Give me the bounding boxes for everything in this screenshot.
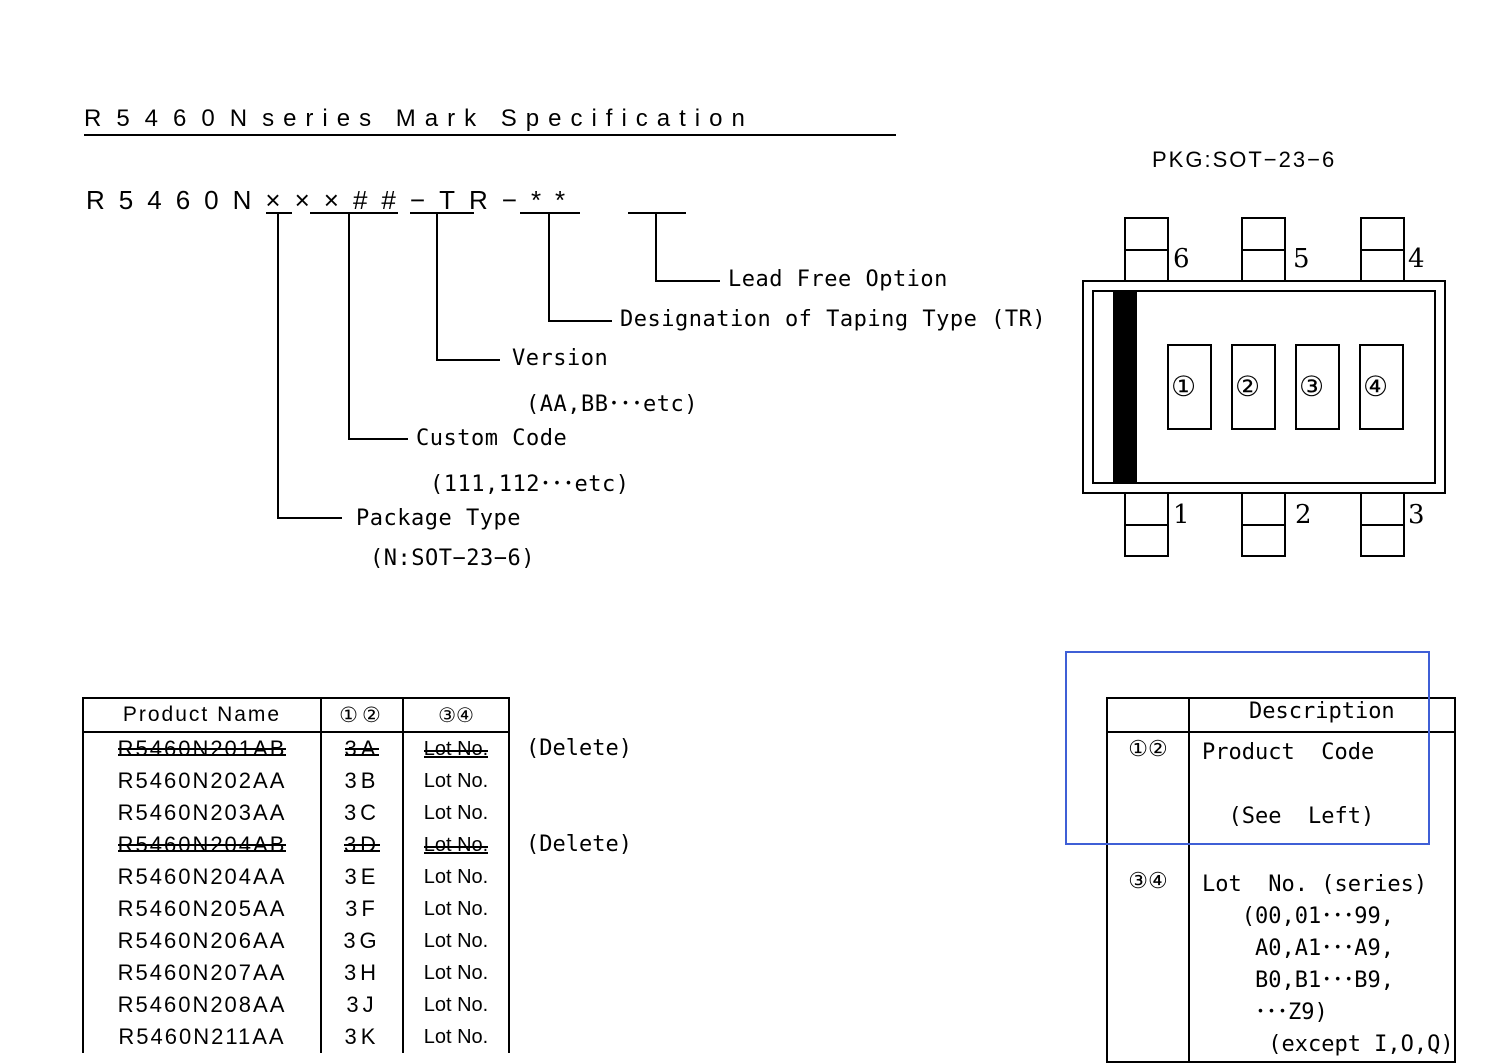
table-row: R5460N204AA 3E Lot No. [82, 861, 510, 893]
part-code-version: ## [352, 185, 410, 215]
product-name: R5460N206AA [82, 925, 322, 957]
product-name: R5460N204AB [117, 832, 287, 857]
part-code-xxx: ××× [265, 185, 353, 215]
table-header: Product Name [82, 697, 322, 733]
product-code: 3K [320, 1021, 404, 1053]
table-row: R5460N211AA 3K Lot No. [82, 1021, 510, 1053]
product-code: 3A [344, 736, 380, 761]
table-row: R5460N207AA 3H Lot No. [82, 957, 510, 989]
product-name: R5460N205AA [82, 893, 322, 925]
pin-number: 2 [1295, 500, 1312, 530]
part-code-stars: ** [530, 185, 580, 215]
table-header: Description [1188, 698, 1456, 733]
product-name: R5460N204AA [82, 861, 322, 893]
label-version: Version [512, 346, 609, 371]
description-line: (See Left) [1202, 804, 1375, 829]
pin-number: 3 [1408, 500, 1425, 530]
product-name: R5460N202AA [82, 765, 322, 797]
product-code: 3J [320, 989, 404, 1021]
selection-highlight [1065, 651, 1430, 845]
description-key: ③④ [1106, 867, 1190, 1062]
lot-number: Lot No. [402, 989, 510, 1021]
product-code: 3D [343, 832, 381, 857]
label-version-example: (AA,BB･･･etc) [526, 392, 698, 417]
delete-note: (Delete) [526, 736, 632, 761]
part-code-tr: TR [439, 185, 502, 215]
mark-position: ① [1171, 371, 1197, 402]
product-code: 3F [320, 893, 404, 925]
part-code: R5460N×××##−TR−** [86, 182, 579, 218]
table-row: R5460N208AA 3J Lot No. [82, 989, 510, 1021]
table-row: R5460N205AA 3F Lot No. [82, 893, 510, 925]
pin-number: 6 [1173, 244, 1190, 274]
table-row: R5460N203AA 3C Lot No. [82, 797, 510, 829]
part-code-dash: − [501, 185, 531, 215]
product-code: 3C [320, 797, 404, 829]
pin-number: 1 [1173, 500, 1190, 530]
product-code: 3H [320, 957, 404, 989]
product-code: 3B [320, 765, 404, 797]
table-row: R5460N201AB 3A Lot No. [82, 732, 510, 765]
label-custom-code: Custom Code [416, 426, 568, 451]
table-header: ①② [320, 697, 404, 733]
label-package-example: (N:SOT−23−6) [370, 546, 535, 571]
lot-number: Lot No. [402, 957, 510, 989]
product-code: 3G [320, 925, 404, 957]
label-taping: Designation of Taping Type (TR) [620, 307, 1047, 332]
lot-number: Lot No. [402, 1021, 510, 1053]
description-line: Product Code [1202, 740, 1375, 765]
description-line: B0,B1･･･B9, [1202, 968, 1394, 993]
product-name: R5460N208AA [82, 989, 322, 1021]
product-name: R5460N203AA [82, 797, 322, 829]
lot-number: Lot No. [423, 833, 489, 856]
description-line: (except I,O,Q) [1202, 1032, 1454, 1057]
description-line: (00,01･･･99, [1202, 904, 1394, 929]
table-header [1106, 698, 1190, 733]
product-name: R5460N201AB [117, 736, 287, 761]
mark-position: ② [1235, 371, 1261, 402]
part-code-dash: − [409, 185, 440, 215]
part-code-base: R5460 [86, 185, 233, 215]
product-code: 3E [320, 861, 404, 893]
mark-position: ④ [1363, 371, 1389, 402]
part-code-n: N [232, 185, 266, 215]
label-lead-free: Lead Free Option [728, 267, 948, 292]
lot-number: Lot No. [423, 737, 489, 760]
product-name: R5460N207AA [82, 957, 322, 989]
table-header: ③④ [402, 697, 510, 733]
label-package-type: Package Type [356, 506, 521, 531]
page-title: R5460Nseries Mark Specification [84, 104, 896, 136]
product-name: R5460N211AA [82, 1021, 322, 1053]
title-text: series Mark Specification [262, 105, 754, 132]
lot-number: Lot No. [402, 765, 510, 797]
package-label: PKG:SOT−23−6 [1152, 147, 1337, 172]
mark-position: ③ [1299, 371, 1325, 402]
lot-number: Lot No. [402, 797, 510, 829]
delete-note: (Delete) [526, 832, 632, 857]
label-custom-example: (111,112･･･etc) [430, 472, 630, 497]
product-table: Product Name ①② ③④ R5460N201AB 3A Lot No… [82, 697, 510, 1053]
title-part-number: R5460N [84, 105, 263, 132]
lot-number: Lot No. [402, 861, 510, 893]
description-line: Lot No. (series) [1202, 872, 1428, 897]
table-row: R5460N204AB 3D Lot No. [82, 829, 510, 861]
lot-number: Lot No. [402, 925, 510, 957]
package-diagram [1082, 217, 1446, 557]
table-row: R5460N202AA 3B Lot No. [82, 765, 510, 797]
description-line: ･･･Z9) [1202, 1000, 1328, 1025]
lot-number: Lot No. [402, 893, 510, 925]
pin-number: 5 [1293, 244, 1310, 274]
description-table: Description ①② Product Code (See Left) ③… [1106, 697, 1456, 1063]
description-line: A0,A1･･･A9, [1202, 936, 1394, 961]
pin-number: 4 [1408, 244, 1425, 274]
table-row: R5460N206AA 3G Lot No. [82, 925, 510, 957]
